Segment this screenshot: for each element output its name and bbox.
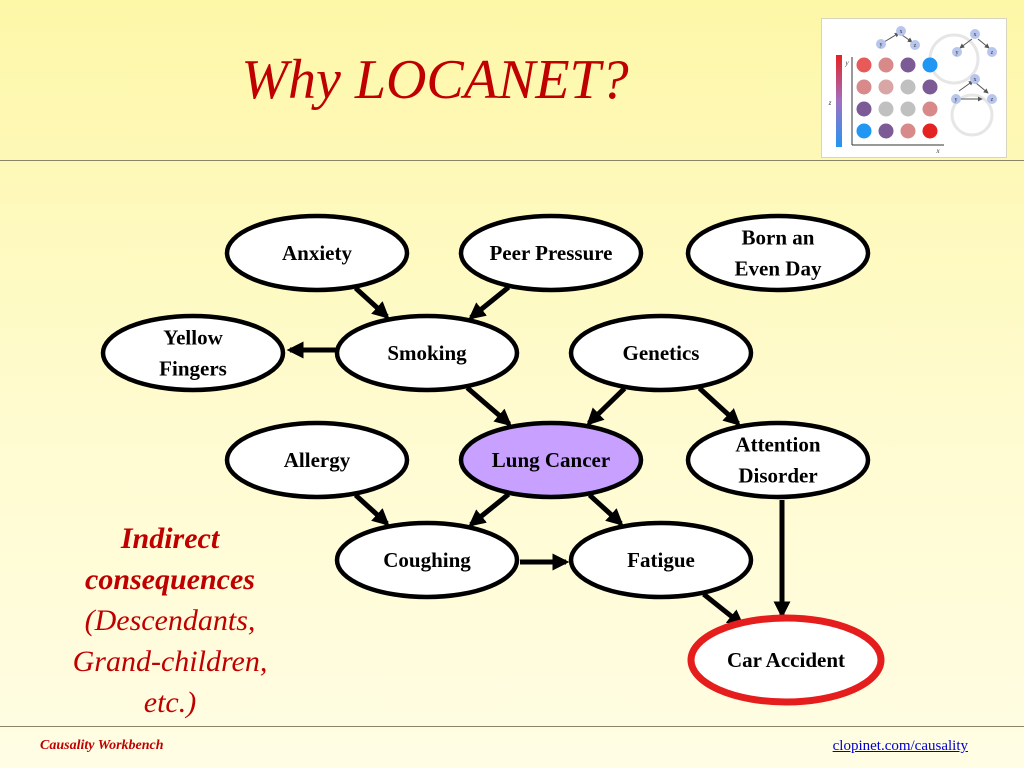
thumb-node-label: x bbox=[974, 77, 977, 83]
node-allergy: Allergy bbox=[224, 420, 410, 500]
node-allergy-shape bbox=[224, 420, 410, 500]
edge-allergy-to-coughing bbox=[353, 493, 390, 526]
footer-workbench-label: Causality Workbench bbox=[40, 738, 164, 753]
annotation-line-2: consequences bbox=[85, 563, 255, 596]
thumb-node-label: y bbox=[955, 97, 958, 103]
node-coughing: Coughing bbox=[334, 520, 520, 600]
thumb-dot bbox=[922, 123, 938, 139]
thumb-dot bbox=[900, 79, 916, 95]
node-allergy-label: Allergy bbox=[284, 448, 351, 472]
slide-title: Why LOCANET? bbox=[241, 49, 629, 111]
thumb-node-label: x bbox=[900, 29, 903, 35]
edge-genetics-to-lung-cancer bbox=[586, 386, 627, 426]
thumb-dot bbox=[900, 123, 916, 139]
thumb-dot bbox=[856, 101, 872, 117]
header-divider bbox=[0, 160, 1024, 161]
node-lung-cancer: Lung Cancer bbox=[458, 420, 644, 500]
node-lung-cancer-shape bbox=[458, 420, 644, 500]
node-fatigue-shape bbox=[568, 520, 754, 600]
node-yellow-fingers-label: Fingers bbox=[159, 357, 227, 381]
node-attention-disorder-label: Disorder bbox=[738, 464, 817, 488]
thumb-dot bbox=[900, 101, 916, 117]
thumb-graph-2: x y z bbox=[952, 29, 997, 57]
annotation-line-1: Indirect bbox=[120, 522, 220, 555]
node-anxiety: Anxiety bbox=[224, 213, 410, 293]
node-attention-disorder-shape bbox=[685, 420, 871, 500]
node-peer-pressure-shape bbox=[458, 213, 644, 293]
thumb-y-label: y bbox=[844, 59, 849, 67]
footer-divider bbox=[0, 726, 1024, 727]
thumb-dot bbox=[922, 79, 938, 95]
edge-peer-pressure-to-smoking bbox=[468, 285, 511, 320]
node-genetics: Genetics bbox=[568, 313, 754, 393]
thumb-graph-3: x y z bbox=[951, 74, 997, 104]
node-genetics-shape bbox=[568, 313, 754, 393]
thumb-dot bbox=[856, 79, 872, 95]
thumb-dot bbox=[922, 57, 938, 73]
node-coughing-shape bbox=[334, 520, 520, 600]
thumb-node-label: y bbox=[880, 42, 883, 48]
edge-anxiety-to-smoking bbox=[353, 286, 390, 319]
thumb-dot bbox=[878, 79, 894, 95]
thumb-node-label: z bbox=[914, 43, 917, 49]
thumb-dot bbox=[856, 57, 872, 73]
thumb-dot-grid bbox=[856, 57, 938, 139]
node-born-even-day-label: Born an bbox=[742, 226, 815, 250]
footer-link[interactable]: clopinet.com/causality bbox=[832, 738, 968, 754]
node-smoking-shape bbox=[334, 313, 520, 393]
node-born-even-day-label: Even Day bbox=[735, 257, 822, 281]
node-peer-pressure-label: Peer Pressure bbox=[489, 241, 612, 265]
annotation-line-5: etc.) bbox=[143, 686, 197, 719]
node-attention-disorder-label: Attention bbox=[735, 433, 820, 457]
thumb-dot bbox=[878, 57, 894, 73]
thumb-dot bbox=[922, 101, 938, 117]
thumb-graph-1: y x z bbox=[876, 26, 920, 50]
node-coughing-label: Coughing bbox=[383, 548, 471, 572]
node-smoking-label: Smoking bbox=[387, 341, 467, 365]
annotation-line-3: (Descendants, bbox=[84, 604, 256, 637]
node-fatigue-label: Fatigue bbox=[627, 548, 695, 572]
node-anxiety-shape bbox=[224, 213, 410, 293]
edge-genetics-to-attention-disorder bbox=[697, 386, 741, 426]
annotation-line-4: Grand-children, bbox=[72, 645, 268, 678]
indirect-consequences-annotation: Indirect consequences (Descendants, Gran… bbox=[22, 518, 318, 723]
node-smoking: Smoking bbox=[334, 313, 520, 393]
thumb-node-label: z bbox=[991, 97, 994, 103]
thumb-node-label: y bbox=[956, 50, 959, 56]
edge-fatigue-to-car-accident bbox=[702, 592, 745, 627]
thumb-colorbar bbox=[836, 55, 842, 147]
node-car-accident: Car Accident bbox=[687, 614, 885, 706]
node-fatigue: Fatigue bbox=[568, 520, 754, 600]
bayesian-network-thumbnail: y x z x y z x y z z y bbox=[821, 18, 1007, 158]
node-car-accident-highlight-ring bbox=[687, 614, 885, 706]
edge-smoking-to-lung-cancer bbox=[465, 385, 512, 427]
node-yellow-fingers-label: Yellow bbox=[163, 326, 223, 350]
node-born-even-day: Born an Even Day bbox=[685, 213, 871, 293]
thumb-dot bbox=[878, 123, 894, 139]
node-born-even-day-shape bbox=[685, 213, 871, 293]
thumb-dot bbox=[878, 101, 894, 117]
node-genetics-label: Genetics bbox=[623, 341, 700, 365]
thumb-dot bbox=[900, 57, 916, 73]
node-lung-cancer-label: Lung Cancer bbox=[492, 448, 610, 472]
node-peer-pressure: Peer Pressure bbox=[458, 213, 644, 293]
node-yellow-fingers-shape bbox=[100, 313, 286, 393]
node-car-accident-label: Car Accident bbox=[727, 648, 845, 672]
thumb-z-label: z bbox=[828, 99, 832, 107]
thumb-node-label: x bbox=[974, 32, 977, 38]
node-anxiety-label: Anxiety bbox=[282, 241, 352, 265]
thumb-dot bbox=[856, 123, 872, 139]
edge-lung-cancer-to-coughing bbox=[468, 492, 511, 527]
thumb-node-label: z bbox=[991, 50, 994, 56]
edge-lung-cancer-to-fatigue bbox=[587, 493, 624, 526]
thumb-x-label: x bbox=[935, 147, 940, 155]
